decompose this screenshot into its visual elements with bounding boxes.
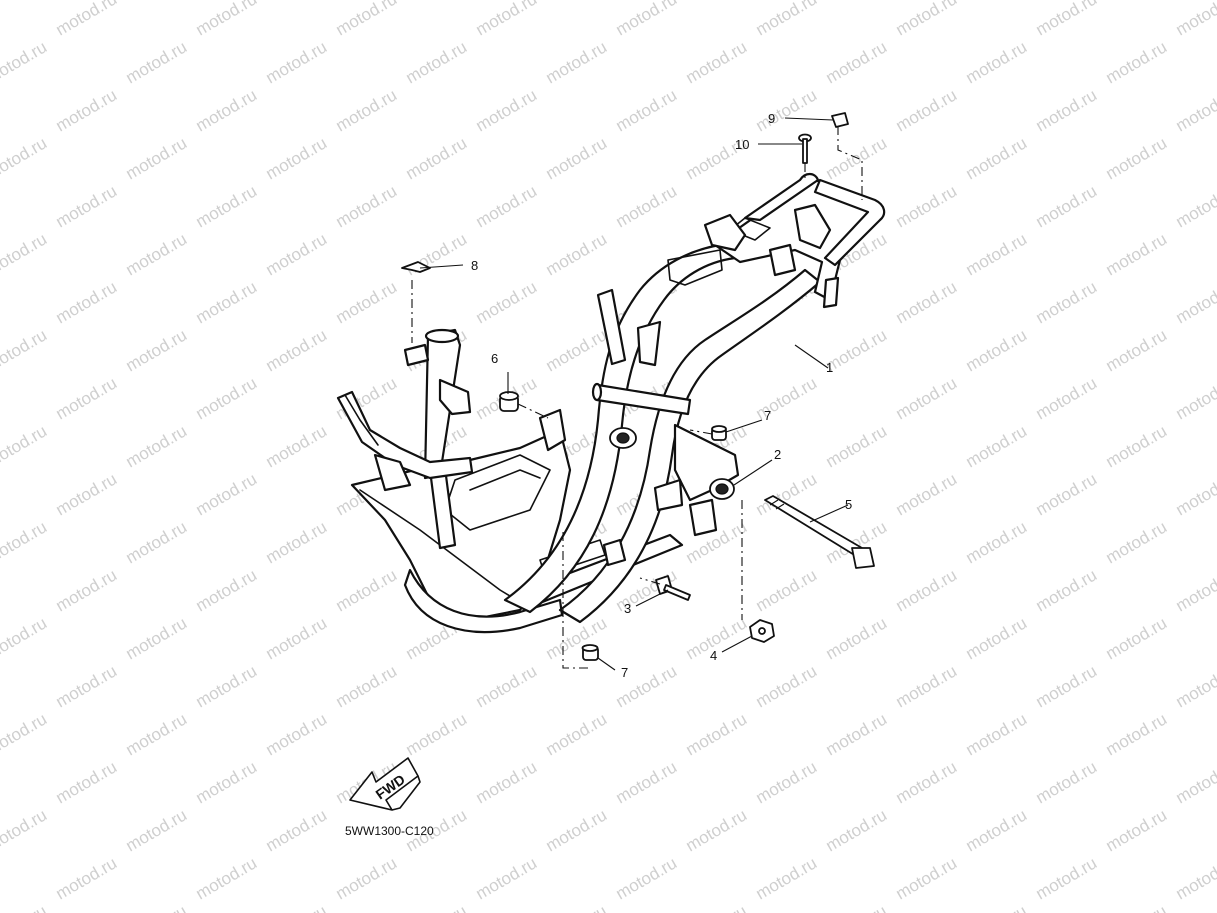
- diagram-code: 5WW1300-C120: [345, 824, 434, 838]
- callout-2: 2: [774, 447, 781, 462]
- leader-lines: [419, 117, 849, 671]
- callout-5: 5: [845, 497, 852, 512]
- callout-9: 9: [768, 111, 775, 126]
- part-8-clip: [401, 261, 431, 273]
- part-4-nut: [749, 619, 775, 643]
- callout-7-upper: 7: [764, 408, 771, 423]
- assembly-lines: [411, 126, 863, 669]
- part-6-damper: [499, 391, 519, 412]
- main-frame: [336, 172, 886, 634]
- callout-3: 3: [624, 601, 631, 616]
- callout-8: 8: [471, 258, 478, 273]
- callout-7-lower: 7: [621, 665, 628, 680]
- callout-6: 6: [491, 351, 498, 366]
- part-7-nut-upper: [711, 425, 727, 441]
- part-9-nut-clip: [831, 112, 849, 128]
- part-5-long-bolt: [764, 495, 875, 569]
- callout-10: 10: [735, 137, 749, 152]
- callout-1: 1: [826, 360, 833, 375]
- part-10-screw: [798, 133, 812, 164]
- fwd-arrow-icon: FWD: [349, 757, 421, 811]
- part-3-bolt: [655, 575, 691, 601]
- callout-4: 4: [710, 648, 717, 663]
- callout-labels: 1 2 3 4 5 6 7 7 8 9 10: [471, 111, 852, 680]
- part-7-nut-lower: [581, 644, 599, 661]
